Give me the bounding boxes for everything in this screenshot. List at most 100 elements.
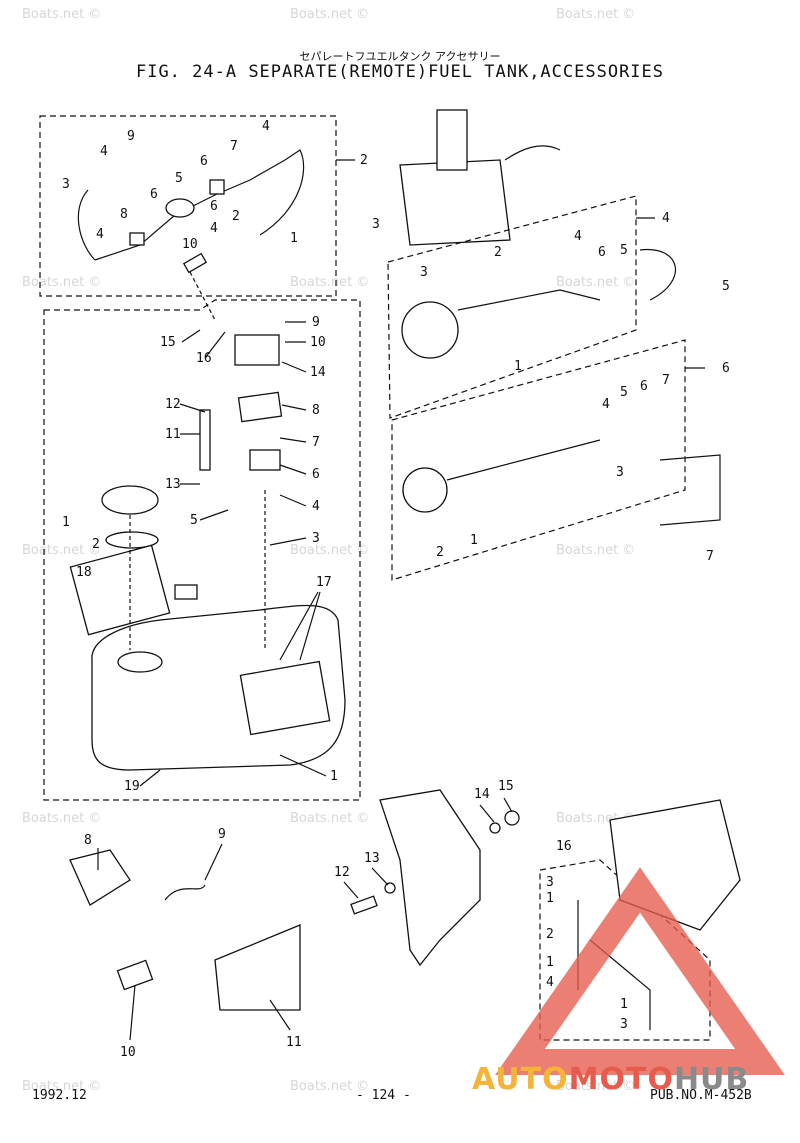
callout-label: 1 xyxy=(546,955,554,970)
callout-label: 1 xyxy=(290,231,298,246)
callout-label: 1 xyxy=(470,533,478,548)
spring xyxy=(164,884,206,901)
watermark: Boats.net © xyxy=(22,275,101,290)
callout-label: 1 xyxy=(330,769,338,784)
connector-harness xyxy=(639,248,677,301)
callout-label: 8 xyxy=(312,403,320,418)
callout-label: 9 xyxy=(218,827,226,842)
callout-label: 6 xyxy=(150,187,158,202)
callout-label: 13 xyxy=(165,477,181,492)
watermark: Boats.net © xyxy=(22,7,101,22)
group-box xyxy=(391,339,686,581)
gauge-assembly xyxy=(249,449,281,471)
callout-label: 3 xyxy=(546,875,554,890)
meter-harness xyxy=(446,439,601,481)
callout-numbers: 9 4 7 4 6 6 5 3 8 6 4 2 4 10 1 2 15 16 9… xyxy=(62,119,730,1060)
callout-label: 4 xyxy=(96,227,104,242)
tachometer xyxy=(401,301,459,359)
footer-date: 1992.12 xyxy=(32,1088,87,1103)
callout-label: 10 xyxy=(182,237,198,252)
callout-label: 2 xyxy=(546,927,554,942)
callout-label: 8 xyxy=(84,833,92,848)
grommet xyxy=(116,959,154,991)
group-box xyxy=(43,299,361,801)
logo-part: MOTO xyxy=(568,1062,674,1097)
callout-label: 11 xyxy=(286,1035,302,1050)
callout-label: 1 xyxy=(62,515,70,530)
check-valve xyxy=(209,179,225,195)
logo-part: AUTO xyxy=(472,1062,569,1097)
callout-label: 1 xyxy=(546,891,554,906)
bolt xyxy=(350,895,378,915)
callout-label: 9 xyxy=(312,315,320,330)
control-lever xyxy=(436,109,468,171)
callout-label: 4 xyxy=(262,119,270,134)
callout-label: 5 xyxy=(190,513,198,528)
tachometer-harness xyxy=(457,289,601,311)
washer xyxy=(384,882,396,894)
harness xyxy=(504,145,561,161)
watermark: Boats.net © xyxy=(22,1079,101,1094)
callout-label: 5 xyxy=(175,171,183,186)
callout-label: 15 xyxy=(498,779,514,794)
callout-label: 7 xyxy=(706,549,714,564)
callout-label: 4 xyxy=(662,211,670,226)
trim-meter xyxy=(402,467,448,513)
watermark: Boats.net © xyxy=(22,811,101,826)
callout-label: 10 xyxy=(310,335,326,350)
callout-label: 8 xyxy=(120,207,128,222)
callout-label: 2 xyxy=(232,209,240,224)
group-box xyxy=(387,195,637,419)
watermark: Boats.net © xyxy=(290,275,369,290)
watermark: Boats.net © xyxy=(290,7,369,22)
logo-mark xyxy=(495,867,785,1075)
spacer xyxy=(504,810,520,826)
watermark: Boats.net © xyxy=(556,7,635,22)
primer-bulb xyxy=(165,198,195,218)
remote-control-group xyxy=(387,109,721,581)
extension-harness xyxy=(659,454,721,526)
filler-neck xyxy=(117,651,163,673)
callout-label: 4 xyxy=(574,229,582,244)
remote-control-box xyxy=(399,159,511,246)
bag xyxy=(214,924,301,1011)
tank-label xyxy=(239,660,331,736)
figure-title-japanese: セパレートフユエルタンク アクセサリー xyxy=(299,50,501,63)
callout-label: 4 xyxy=(100,144,108,159)
callout-label: 10 xyxy=(120,1045,136,1060)
cap-gasket xyxy=(105,531,159,549)
fuel-hose xyxy=(77,189,96,261)
callout-label: 9 xyxy=(127,129,135,144)
callout-label: 14 xyxy=(474,787,490,802)
bracket-group xyxy=(69,789,741,1041)
fuel-hose-group xyxy=(39,115,355,321)
fuel-gauge-cover xyxy=(234,334,280,366)
warning-label xyxy=(69,544,171,636)
callout-label: 6 xyxy=(312,467,320,482)
filler-cap xyxy=(101,485,159,515)
callout-label: 1 xyxy=(514,359,522,374)
fuel-tank-group xyxy=(43,299,361,801)
callout-label: 3 xyxy=(372,217,380,232)
callout-label: 12 xyxy=(165,397,181,412)
callout-label: 6 xyxy=(200,154,208,169)
connector-plug xyxy=(182,252,208,274)
fuel-strainer xyxy=(174,584,198,600)
callout-label: 6 xyxy=(640,379,648,394)
callout-label: 4 xyxy=(602,397,610,412)
callout-label: 11 xyxy=(165,427,181,442)
watermarks: Boats.net © Boats.net © Boats.net © Boat… xyxy=(22,7,635,1094)
bracket xyxy=(379,789,481,967)
callout-label: 4 xyxy=(210,221,218,236)
callout-label: 17 xyxy=(316,575,332,590)
callout-label: 15 xyxy=(160,335,176,350)
callout-label: 1 xyxy=(620,997,628,1012)
callout-label: 4 xyxy=(546,975,554,990)
callout-label: 3 xyxy=(312,531,320,546)
callout-label: 16 xyxy=(556,839,572,854)
callout-label: 2 xyxy=(360,153,368,168)
callout-label: 5 xyxy=(620,385,628,400)
pickup-tube xyxy=(199,409,211,471)
callout-label: 13 xyxy=(364,851,380,866)
